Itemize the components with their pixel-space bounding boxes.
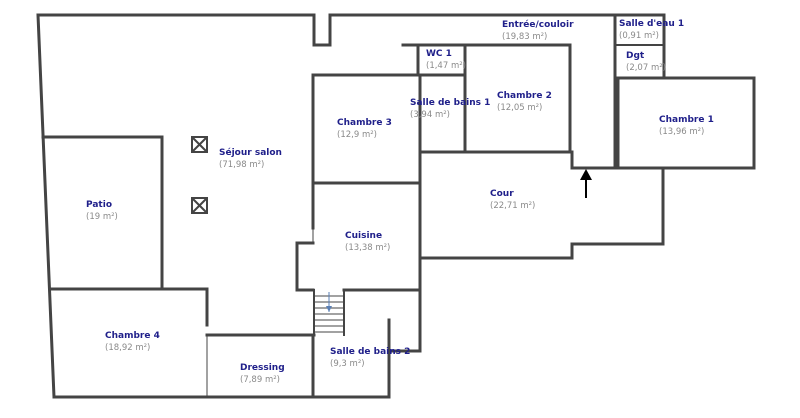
room-area: (13,96 m²) [659, 127, 705, 137]
room-cour: Cour (22,71 m²) [490, 188, 535, 212]
room-chambre-2: Chambre 2 (12,05 m²) [497, 90, 552, 114]
room-name: Chambre 3 [337, 118, 392, 128]
room-name: Cour [490, 189, 514, 199]
room-chambre-1: Chambre 1 (13,96 m²) [659, 114, 714, 138]
room-sejour-salon: Séjour salon (71,98 m²) [219, 147, 282, 171]
column-icon [191, 136, 208, 214]
room-salle-d-eau-1: Salle d'eau 1 (0,91 m²) [619, 18, 684, 42]
room-name: Salle de bains 2 [330, 347, 411, 357]
room-area: (1,47 m²) [426, 61, 466, 71]
room-name: Entrée/couloir [502, 20, 574, 30]
room-area: (19,83 m²) [502, 32, 548, 42]
room-name: Patio [86, 200, 112, 210]
room-name: Séjour salon [219, 148, 282, 158]
room-dgt: Dgt (2,07 m²) [626, 50, 666, 74]
patio-wall [41, 135, 164, 291]
room-name: Chambre 4 [105, 331, 160, 341]
room-area: (19 m²) [86, 212, 118, 222]
room-name: Chambre 1 [659, 115, 714, 125]
outer-wall-right-top [418, 13, 756, 170]
room-salle-de-bains-1: Salle de bains 1 (3,94 m²) [410, 97, 490, 121]
room-chambre-4: Chambre 4 (18,92 m²) [105, 330, 160, 354]
room-area: (0,91 m²) [619, 31, 659, 41]
room-area: (13,38 m²) [345, 243, 391, 253]
room-area: (22,71 m²) [490, 201, 536, 211]
room-salle-de-bains-2: Salle de bains 2 (9,3 m²) [330, 346, 410, 370]
room-wc-1: WC 1 (1,47 m²) [426, 48, 466, 72]
room-name: Dressing [240, 363, 285, 373]
room-area: (18,92 m²) [105, 343, 151, 353]
room-name: Salle d'eau 1 [619, 19, 685, 29]
room-area: (12,05 m²) [497, 103, 543, 113]
room-name: Salle de bains 1 [410, 98, 491, 108]
room-area: (7,89 m²) [240, 375, 280, 385]
entrance-arrow-icon [580, 169, 592, 198]
room-entree-couloir: Entrée/couloir (19,83 m²) [502, 19, 574, 43]
room-area: (9,3 m²) [330, 359, 365, 369]
room-area: (2,07 m²) [626, 63, 666, 73]
room-name: Dgt [626, 51, 645, 61]
room-dressing: Dressing (7,89 m²) [240, 362, 285, 386]
room-cuisine: Cuisine (13,38 m²) [345, 230, 390, 254]
room-area: (12,9 m²) [337, 130, 377, 140]
room-name: WC 1 [426, 49, 452, 59]
room-patio: Patio (19 m²) [86, 199, 118, 223]
room-name: Cuisine [345, 231, 383, 241]
room-name: Chambre 2 [497, 91, 552, 101]
outer-wall [36, 13, 617, 399]
room-area: (3,94 m²) [410, 110, 450, 120]
room-chambre-3: Chambre 3 (12,9 m²) [337, 117, 392, 141]
room-area: (71,98 m²) [219, 160, 265, 170]
